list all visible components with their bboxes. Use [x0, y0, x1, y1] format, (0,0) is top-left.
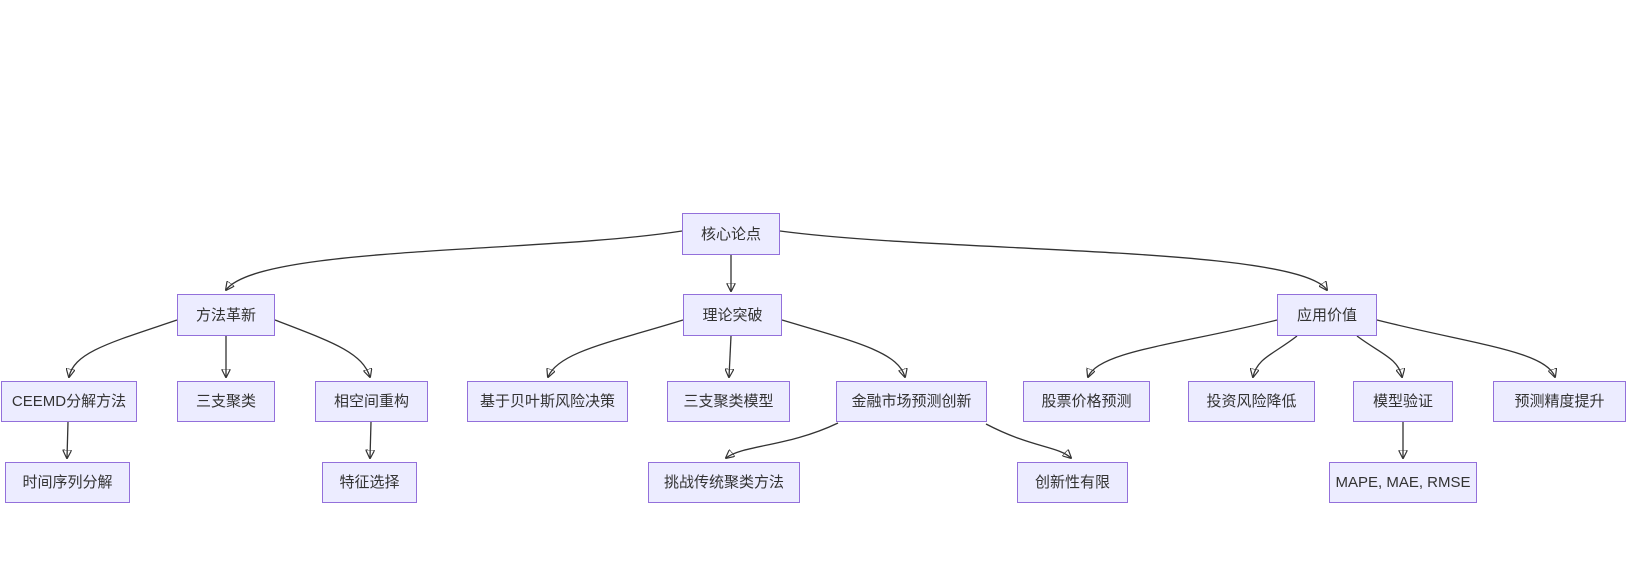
edge-application-to-accuracy-improvement: [1376, 319, 1555, 377]
node-risk-reduction: 投资风险降低: [1188, 381, 1315, 422]
node-metrics: MAPE, MAE, RMSE: [1329, 462, 1477, 503]
node-accuracy-improvement: 预测精度提升: [1493, 381, 1626, 422]
node-bayesian-decision: 基于贝叶斯风险决策: [467, 381, 628, 422]
node-challenge-clustering: 挑战传统聚类方法: [648, 462, 800, 503]
edge-theory-to-three-way-model: [729, 335, 731, 377]
node-ceemd: CEEMD分解方法: [1, 381, 137, 422]
edge-theory-to-bayesian-decision: [548, 319, 684, 377]
edge-method-to-phase-space: [274, 319, 370, 377]
node-phase-space: 相空间重构: [315, 381, 428, 422]
node-theory: 理论突破: [683, 294, 782, 336]
edge-phase-space-to-feature-selection: [370, 421, 371, 458]
node-limited-innovation: 创新性有限: [1017, 462, 1128, 503]
edge-method-to-ceemd: [69, 319, 178, 377]
edge-theory-to-financial-innovation: [781, 319, 905, 377]
node-feature-selection: 特征选择: [322, 462, 417, 503]
node-application: 应用价值: [1277, 294, 1377, 336]
node-method: 方法革新: [177, 294, 275, 336]
node-core: 核心论点: [682, 213, 780, 255]
edge-application-to-stock-prediction: [1088, 319, 1278, 377]
node-time-series: 时间序列分解: [5, 462, 130, 503]
edge-core-to-application: [779, 230, 1327, 290]
edge-financial-to-limited-innovation: [985, 423, 1071, 458]
edge-application-to-risk-reduction: [1253, 335, 1298, 377]
node-financial-innovation: 金融市场预测创新: [836, 381, 987, 422]
edge-ceemd-to-time-series: [67, 421, 68, 458]
node-stock-prediction: 股票价格预测: [1023, 381, 1150, 422]
edge-core-to-method: [226, 230, 683, 290]
node-model-validation: 模型验证: [1353, 381, 1453, 422]
node-three-way-model: 三支聚类模型: [667, 381, 790, 422]
edge-financial-to-challenge-clustering: [726, 422, 839, 458]
node-three-way-clustering: 三支聚类: [177, 381, 275, 422]
edge-application-to-model-validation: [1356, 335, 1402, 377]
